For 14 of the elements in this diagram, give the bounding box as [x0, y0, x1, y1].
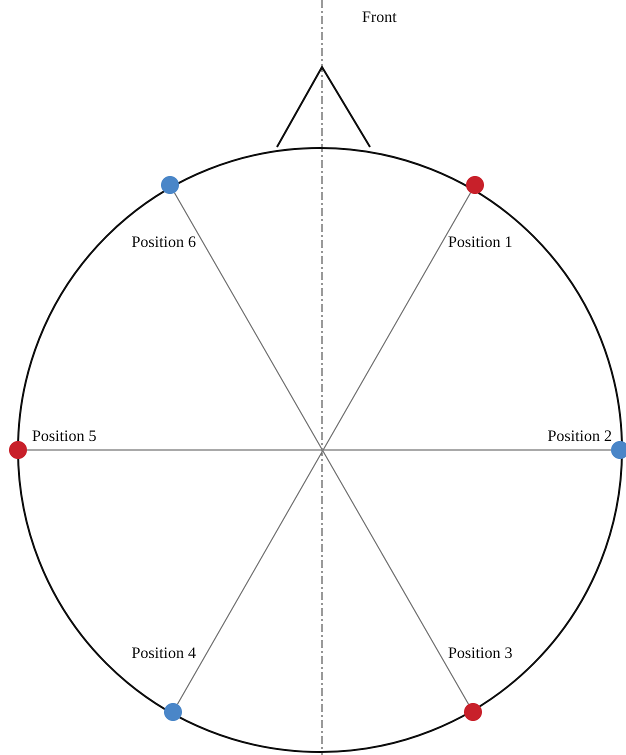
position-marker — [161, 176, 179, 194]
position-label: Position 2 — [548, 428, 612, 446]
position-marker — [464, 703, 482, 721]
position-label: Position 1 — [448, 234, 512, 252]
position-marker — [9, 441, 27, 459]
position-marker — [466, 176, 484, 194]
connecting-line — [27, 449, 611, 451]
position-marker — [611, 441, 626, 459]
direction-label: Front — [362, 9, 397, 27]
position-label: Position 3 — [448, 645, 512, 663]
position-marker — [164, 703, 182, 721]
position-label: Position 5 — [32, 428, 96, 446]
position-label: Position 6 — [132, 234, 196, 252]
position-label: Position 4 — [132, 645, 196, 663]
